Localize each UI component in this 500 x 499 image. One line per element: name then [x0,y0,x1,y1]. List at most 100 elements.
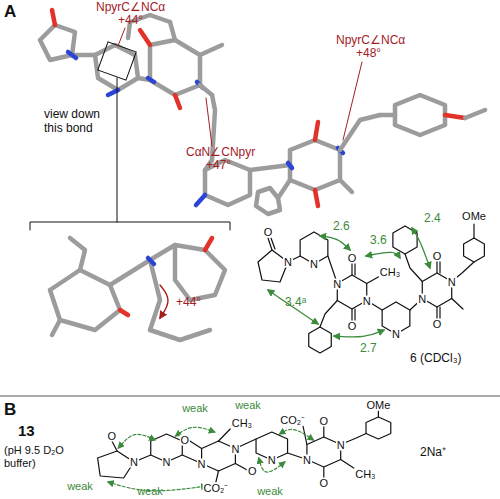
stick-bond [465,110,485,118]
compound-number: 13 [18,422,35,439]
stick-bond [175,95,180,108]
leader-line [343,62,362,140]
angle-callout: NpyrC∠NCα [96,1,165,15]
stick-bond [315,122,318,140]
atom-label: CO₂⁻ [203,483,230,494]
stick-bond [52,10,55,25]
panel-letter: B [4,400,16,420]
counterion-label: 2Na⁺ [420,446,446,460]
weak-noe: weak [235,399,261,412]
bracket-line [117,78,118,222]
atom-label: O [263,227,274,238]
stick-bond [148,78,154,82]
stick-bond [110,245,175,285]
bond-line [323,426,324,437]
bond-line [439,261,440,273]
atom-label: O [347,321,358,332]
bond-line [439,307,440,319]
bond-line [303,426,307,445]
bond-line [473,224,474,238]
bond-line [366,417,391,439]
bond-line [190,441,202,449]
weak-noe: weak [137,485,163,498]
angle-value: +48° [356,47,381,61]
atom-label: CH₃ [379,267,401,278]
angle-value: +44° [176,296,201,310]
stick-bond [200,85,212,95]
view-note: view down this bond [44,108,110,136]
atom-label: O [247,466,258,477]
bond-line [378,411,379,417]
leader-line [118,28,125,46]
atom-label: N [362,295,372,306]
bond-line [112,441,117,451]
atom-label: N [197,458,207,469]
stick-bond [278,180,290,198]
weak-noe: weak [257,485,283,498]
atom-label: O [107,431,118,442]
noe-distance: 2.7 [360,342,377,356]
noe-arrow [320,236,350,250]
noe-weak-arrow [280,429,314,440]
bond-line [354,309,355,321]
atom-label: N [267,455,277,466]
angle-callout: NpyrC∠NCα [336,34,405,48]
bond-box [98,42,136,80]
atom-label: N [309,259,319,270]
stick-bond [170,22,175,40]
atom-label: OMe [461,211,487,222]
stick-bond [288,163,292,168]
atom-label: CH₃ [354,469,376,480]
noe-arrow [412,228,430,268]
stick-bond [150,260,160,330]
stick-bond [205,238,212,250]
angle-arrow [160,285,168,318]
noe-arrow [334,330,384,337]
leader-line [206,98,212,146]
drawing [0,10,500,491]
bond-line [309,327,332,353]
condition-note: (pH 9.5 D₂O buffer) [4,444,86,469]
atom-label: O [319,416,330,427]
angle-callout: CαN∠CNpyr [186,146,255,160]
atom-label: O [179,435,190,446]
stick-bond [380,113,395,118]
compound-label: 6 (CDCl₃) [410,352,462,366]
atom-label: O [347,253,358,264]
bond-line [235,464,247,471]
atom-label: N [447,276,457,287]
stick-bond [290,140,340,190]
angle-value: +47° [206,159,231,173]
stick-bond [70,238,85,270]
stick-bond [196,195,205,205]
stick-bond [150,40,200,95]
noe-arrow [268,290,318,324]
atom-label: N [283,257,293,268]
stick-bond [250,165,290,170]
bond-line [320,301,337,328]
bond-line [341,460,354,469]
bracket-line [30,222,230,230]
stick-bond [200,45,222,55]
stick-bond [205,160,250,205]
bond-line [436,307,437,319]
stick-bond [340,180,352,192]
stick-bond [150,330,210,340]
bond-line [271,238,275,249]
bond-line [323,467,324,478]
atom-label: CO₂⁻ [279,415,306,426]
noe-distance: 2.6 [333,220,350,234]
stick-bond [256,188,280,214]
stick-bond [395,95,445,135]
bond-line [436,261,437,273]
stick-bond [445,115,465,118]
panel-divider [0,396,500,397]
atom-label: O [432,251,443,262]
stick-bond [175,245,225,300]
atom-label: N [230,443,240,454]
stick-bond [40,25,75,60]
atom-label: N [336,439,346,450]
noe-weak-arrow [118,434,154,448]
